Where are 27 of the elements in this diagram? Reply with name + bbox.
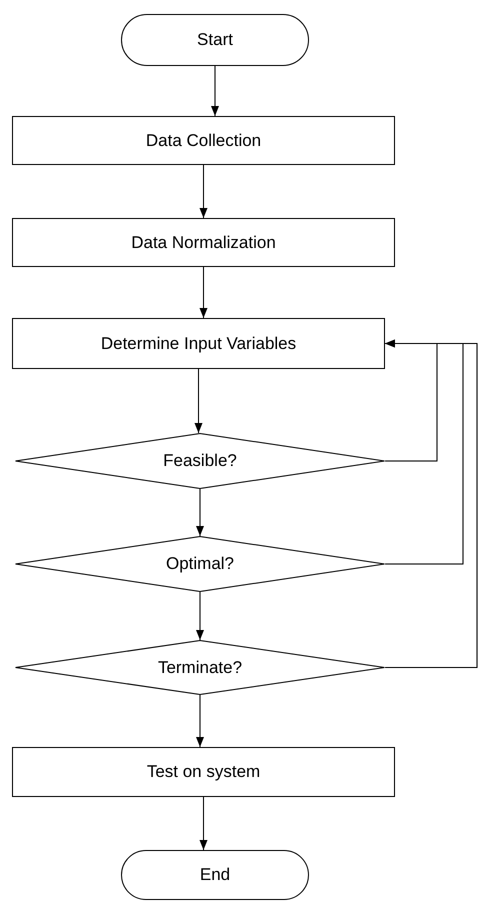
terminal-shape [121, 14, 309, 66]
arrow [196, 694, 204, 748]
node-label: End [200, 865, 230, 885]
arrow [384, 340, 478, 668]
arrow [196, 488, 204, 536]
arrow [200, 164, 208, 218]
node-label: Terminate? [158, 658, 242, 678]
node-label: Test on system [146, 762, 260, 782]
process-box [12, 218, 395, 267]
node-label: Optimal? [166, 554, 234, 574]
decision-diamond [15, 536, 385, 592]
decision-diamond [15, 640, 385, 695]
process-box [12, 318, 385, 369]
terminal-shape [121, 850, 309, 900]
process-box [12, 747, 395, 797]
node-label: Data Collection [146, 130, 262, 150]
arrow [196, 592, 204, 640]
decision-diamond [15, 433, 385, 489]
node-label: Start [197, 30, 233, 50]
process-box [12, 116, 395, 165]
node-label: Feasible? [163, 451, 237, 471]
arrow [200, 796, 208, 850]
arrow [211, 66, 219, 116]
arrow [194, 368, 202, 434]
node-label: Data Normalization [131, 232, 276, 252]
node-label: Determine Input Variables [100, 334, 296, 354]
arrow [200, 266, 208, 318]
